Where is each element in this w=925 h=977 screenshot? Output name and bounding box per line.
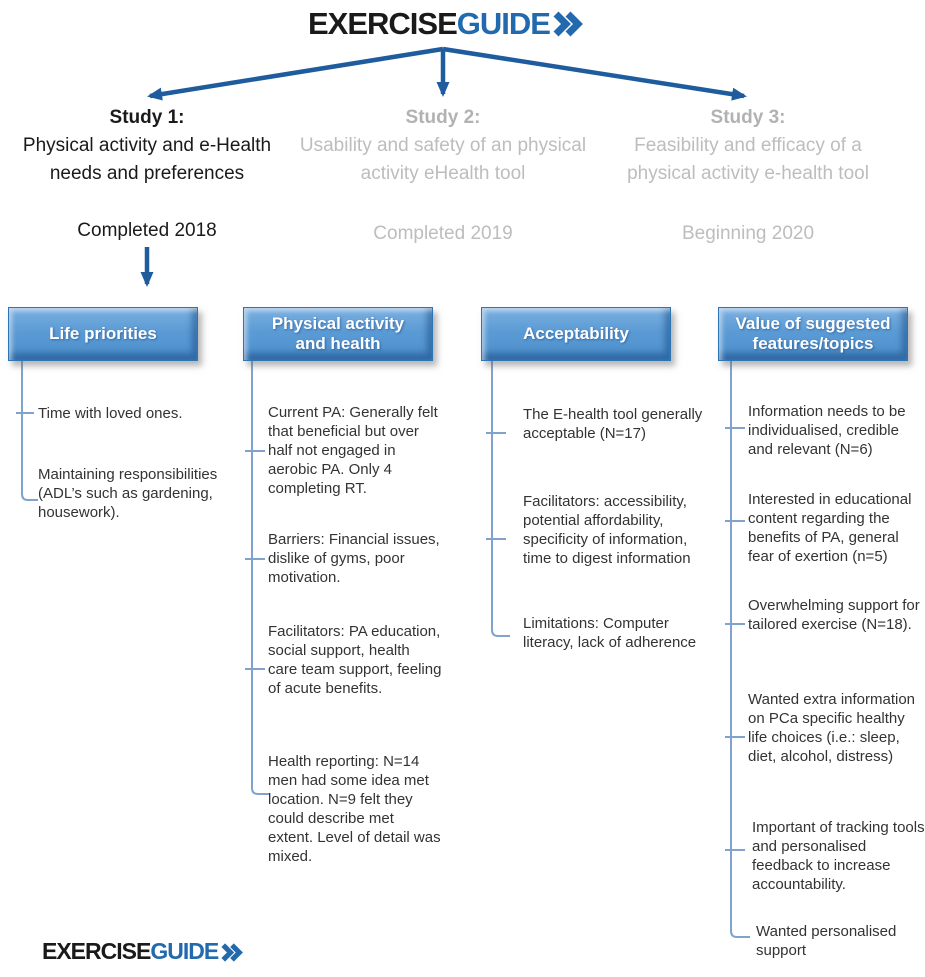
column-connector-tree-1 bbox=[16, 361, 38, 501]
list-item: Wanted extra information on PCa specific… bbox=[748, 691, 916, 765]
footer-logo-text-exercise: EXERCISE bbox=[42, 938, 151, 964]
list-item: Facilitators: accessibility, potential a… bbox=[523, 493, 691, 567]
list-item: Important of tracking tools and personal… bbox=[752, 819, 925, 893]
list-item: Information needs to be individualised, … bbox=[748, 403, 906, 458]
study-1-subtitle: Physical activity and e-Health needs and… bbox=[22, 135, 272, 184]
list-item: Overwhelming support for tailored exerci… bbox=[748, 597, 920, 633]
double-chevron-right-icon bbox=[553, 9, 583, 45]
column-header-value-of-suggested-features: Value of suggested features/topics bbox=[718, 307, 908, 361]
study-2-title: Study 2: bbox=[405, 107, 481, 128]
list-item: Facilitators: PA education, social suppo… bbox=[268, 623, 442, 697]
column-header-physical-activity-and-health: Physical activity and health bbox=[243, 307, 433, 361]
exerciseguide-footer-logo: EXERCISEGUIDE bbox=[42, 938, 244, 968]
study-3-header: Study 3: Feasibility and efficacy of a p… bbox=[603, 104, 893, 188]
study-3-subtitle: Feasibility and efficacy of a physical a… bbox=[627, 135, 869, 184]
study-2-subtitle: Usability and safety of an physical acti… bbox=[299, 135, 587, 184]
column-connector-tree-2 bbox=[245, 361, 270, 795]
column-connector-tree-3 bbox=[486, 361, 510, 637]
footer-logo-text-guide: GUIDE bbox=[150, 938, 219, 964]
list-item: Interested in educational content regard… bbox=[748, 491, 912, 565]
list-item: The E-health tool generally acceptable (… bbox=[523, 406, 703, 442]
study-3-status: Beginning 2020 bbox=[681, 223, 815, 244]
list-item: Barriers: Financial issues, dislike of g… bbox=[268, 531, 440, 586]
list-item: Health reporting: N=14 men had some idea… bbox=[268, 753, 441, 865]
study-1-header: Study 1: Physical activity and e-Health … bbox=[2, 104, 292, 188]
column-connector-tree-4 bbox=[725, 361, 750, 938]
list-item: Time with loved ones. bbox=[38, 405, 183, 422]
study-1-title: Study 1: bbox=[109, 107, 185, 128]
exerciseguide-logo: EXERCISEGUIDE bbox=[308, 6, 583, 45]
list-item: Limitations: Computer literacy, lack of … bbox=[523, 615, 697, 651]
logo-text-exercise: EXERCISE bbox=[308, 6, 458, 41]
list-item: Current PA: Generally felt that benefici… bbox=[268, 404, 438, 497]
logo-text-guide: GUIDE bbox=[456, 6, 551, 41]
column-header-life-priorities: Life priorities bbox=[8, 307, 198, 361]
double-chevron-right-icon bbox=[221, 941, 244, 968]
list-item: Wanted personalised support bbox=[756, 923, 897, 959]
list-item: Maintaining responsibilities (ADL’s such… bbox=[38, 466, 218, 521]
study-1-status: Completed 2018 bbox=[77, 220, 217, 241]
column-header-acceptability: Acceptability bbox=[481, 307, 671, 361]
study-3-title: Study 3: bbox=[710, 107, 786, 128]
study-2-status: Completed 2019 bbox=[373, 223, 513, 244]
study-2-header: Study 2: Usability and safety of an phys… bbox=[298, 104, 588, 188]
